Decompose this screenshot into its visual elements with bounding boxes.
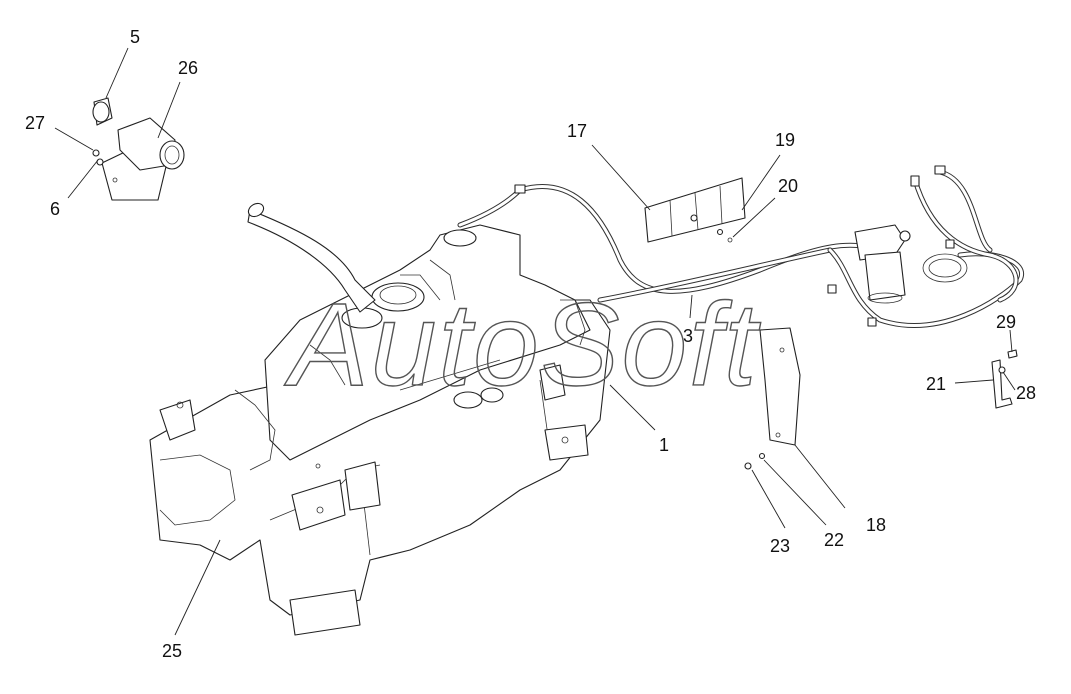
callout-3: 3: [683, 326, 693, 346]
callout-28: 28: [1016, 383, 1036, 403]
fuel-filter: [854, 224, 911, 304]
small-bracket: [991, 349, 1018, 409]
filler-neck-assembly: [92, 97, 185, 201]
callout-26: 26: [178, 58, 198, 78]
leader-lines: [54, 47, 1016, 636]
callout-1: 1: [659, 435, 669, 455]
callout-18: 18: [866, 515, 886, 535]
filler-pipe: [247, 202, 376, 313]
fuel-lines: [457, 165, 1025, 328]
callout-20: 20: [778, 176, 798, 196]
heat-shield: [644, 177, 746, 243]
watermark-text: AutoSoft: [284, 279, 761, 411]
callout-6: 6: [50, 199, 60, 219]
mounting-bracket: [744, 327, 801, 470]
callout-22: 22: [824, 530, 844, 550]
callout-21: 21: [926, 374, 946, 394]
fuel-tank: [149, 224, 611, 636]
callout-5: 5: [130, 27, 140, 47]
callout-23: 23: [770, 536, 790, 556]
callout-27: 27: [25, 113, 45, 133]
callout-19: 19: [775, 130, 795, 150]
callout-25: 25: [162, 641, 182, 661]
callout-29: 29: [996, 312, 1016, 332]
callout-17: 17: [567, 121, 587, 141]
callout-labels: 5 26 27 6 17 19 20 3 1 29 21 28 18 22 23…: [25, 27, 1036, 661]
